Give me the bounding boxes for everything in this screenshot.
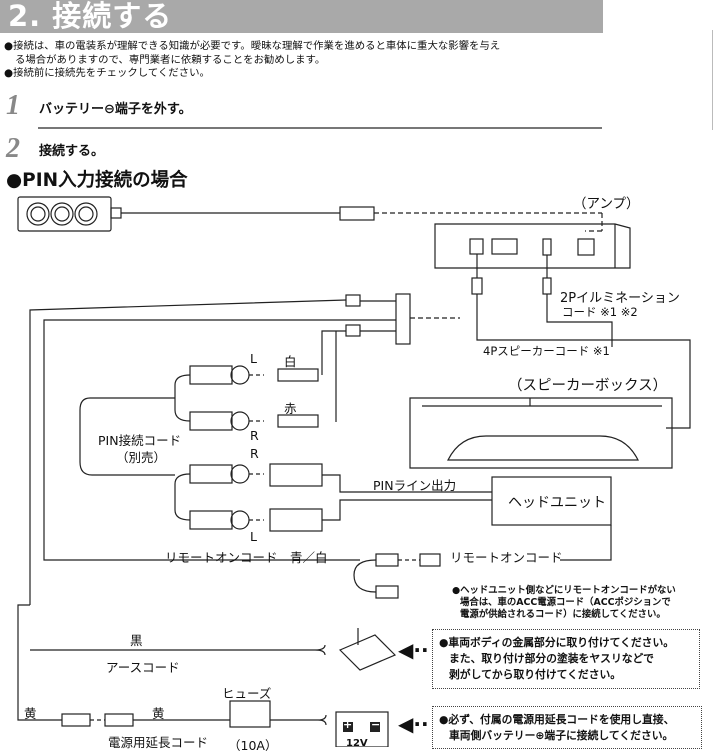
knob-1 [26,202,50,226]
section-title: 2. 接続する [8,0,173,33]
rca-plug-white [189,365,233,385]
step-1-number: 1 [6,90,20,121]
earth-cord-label: アースコード [106,660,180,675]
speaker-box-body [409,397,673,469]
amp-label: （アンプ） [573,196,640,212]
r-label-2: R [250,446,259,461]
knob-3 [74,202,98,226]
rca-plug-red [189,411,233,431]
yellow-label-left: 黄 [24,706,37,721]
fuse-rating-label: （10A） [228,738,278,753]
battery-arrow-icon: ◀·· [398,712,429,736]
fuse-label: ヒューズ [222,686,272,701]
red-label: 赤 [284,401,297,416]
note-line-1: ●接続は、車の電装系が理解できる知識が必要です。曖昧な理解で作業を進めると車体に… [4,40,501,52]
battery-minus-sign: − [371,718,381,731]
pin-cord-label-1: PIN接続コード [98,433,182,448]
page-edge-divider [712,30,718,130]
controller-connector [339,206,375,221]
battery-plus-sign: + [343,718,353,731]
illumination-label-2: コード ※1 ※2 [562,305,638,319]
body-note-1: ●車両ボディの金属部分に取り付けてください。 [439,636,675,649]
r-label: R [250,428,259,443]
remote-note-1: ●ヘッドユニット側などにリモートオンコードがない [452,585,676,596]
body-note-box: ●車両ボディの金属部分に取り付けてください。 また、取り付け部分の塗装をヤスリな… [432,629,700,689]
white-label: 白 [284,354,297,369]
section-title-bar: 2. 接続する [0,0,603,33]
speaker-cord-label: 4Pスピーカーコード ※1 [483,344,610,358]
step-2-text: 接続する。 [39,144,105,159]
step-divider [38,127,602,129]
head-unit-box [491,476,612,526]
l-label-2: L [250,529,257,544]
speaker-box-label: （スピーカーボックス） [508,378,668,394]
l-label: L [250,351,257,366]
body-note-2: また、取り付け部分の塗装をヤスリなどで [449,652,654,665]
illumination-label-1: 2Pイルミネーション [560,291,680,306]
pin-line-out-label: PINライン出力 [373,478,457,493]
power-cord-label: 電源用延長コード [108,735,209,750]
intro-notes: ●接続は、車の電装系が理解できる知識が必要です。曖昧な理解で作業を進めると車体に… [4,40,602,81]
body-note-3: 剥がしてから取り付けてください。 [449,668,622,681]
note-line-2: る場合がありますので、専門業者に依頼することをお勧めします。 [15,53,326,66]
step-2-number: 2 [6,133,20,164]
body-bracket-icon [338,634,397,671]
fuse-holder [229,700,271,728]
black-label: 黒 [130,633,143,648]
pin-cord-label-2: （別売） [116,450,167,465]
knob-2 [50,202,74,226]
battery-voltage: 12V [346,738,368,749]
input-harness-connector [395,293,411,345]
head-unit-label: ヘッドユニット [508,495,606,511]
remote-note-3: 電源が供給されるコード）に接続してください。 [460,609,666,620]
battery-body [335,711,389,747]
battery-note-2: 車両側バッテリー⊕端子に接続してください。 [449,729,674,742]
remote-note-2: 場合は、車のACC電源コード（ACCポジションで [460,597,671,608]
remote-cord-label-left: リモートオンコード 青／白 [165,550,328,565]
remote-cord-label-right: リモートオンコード [450,550,563,565]
battery-note-box: ●必ず、付属の電源用延長コードを使用し直接、 車両側バッテリー⊕端子に接続してく… [432,706,702,749]
yellow-label-right: 黄 [152,706,165,721]
note-line-3: ●接続前に接続先をチェックしてください。 [4,67,210,79]
step-1-text: バッテリー⊖端子を外す。 [39,102,192,117]
body-arrow-icon: ◀·· [398,638,429,662]
battery-note-1: ●必ず、付属の電源用延長コードを使用し直接、 [439,713,675,726]
diagram-heading: ●PIN入力接続の場合 [6,170,188,191]
